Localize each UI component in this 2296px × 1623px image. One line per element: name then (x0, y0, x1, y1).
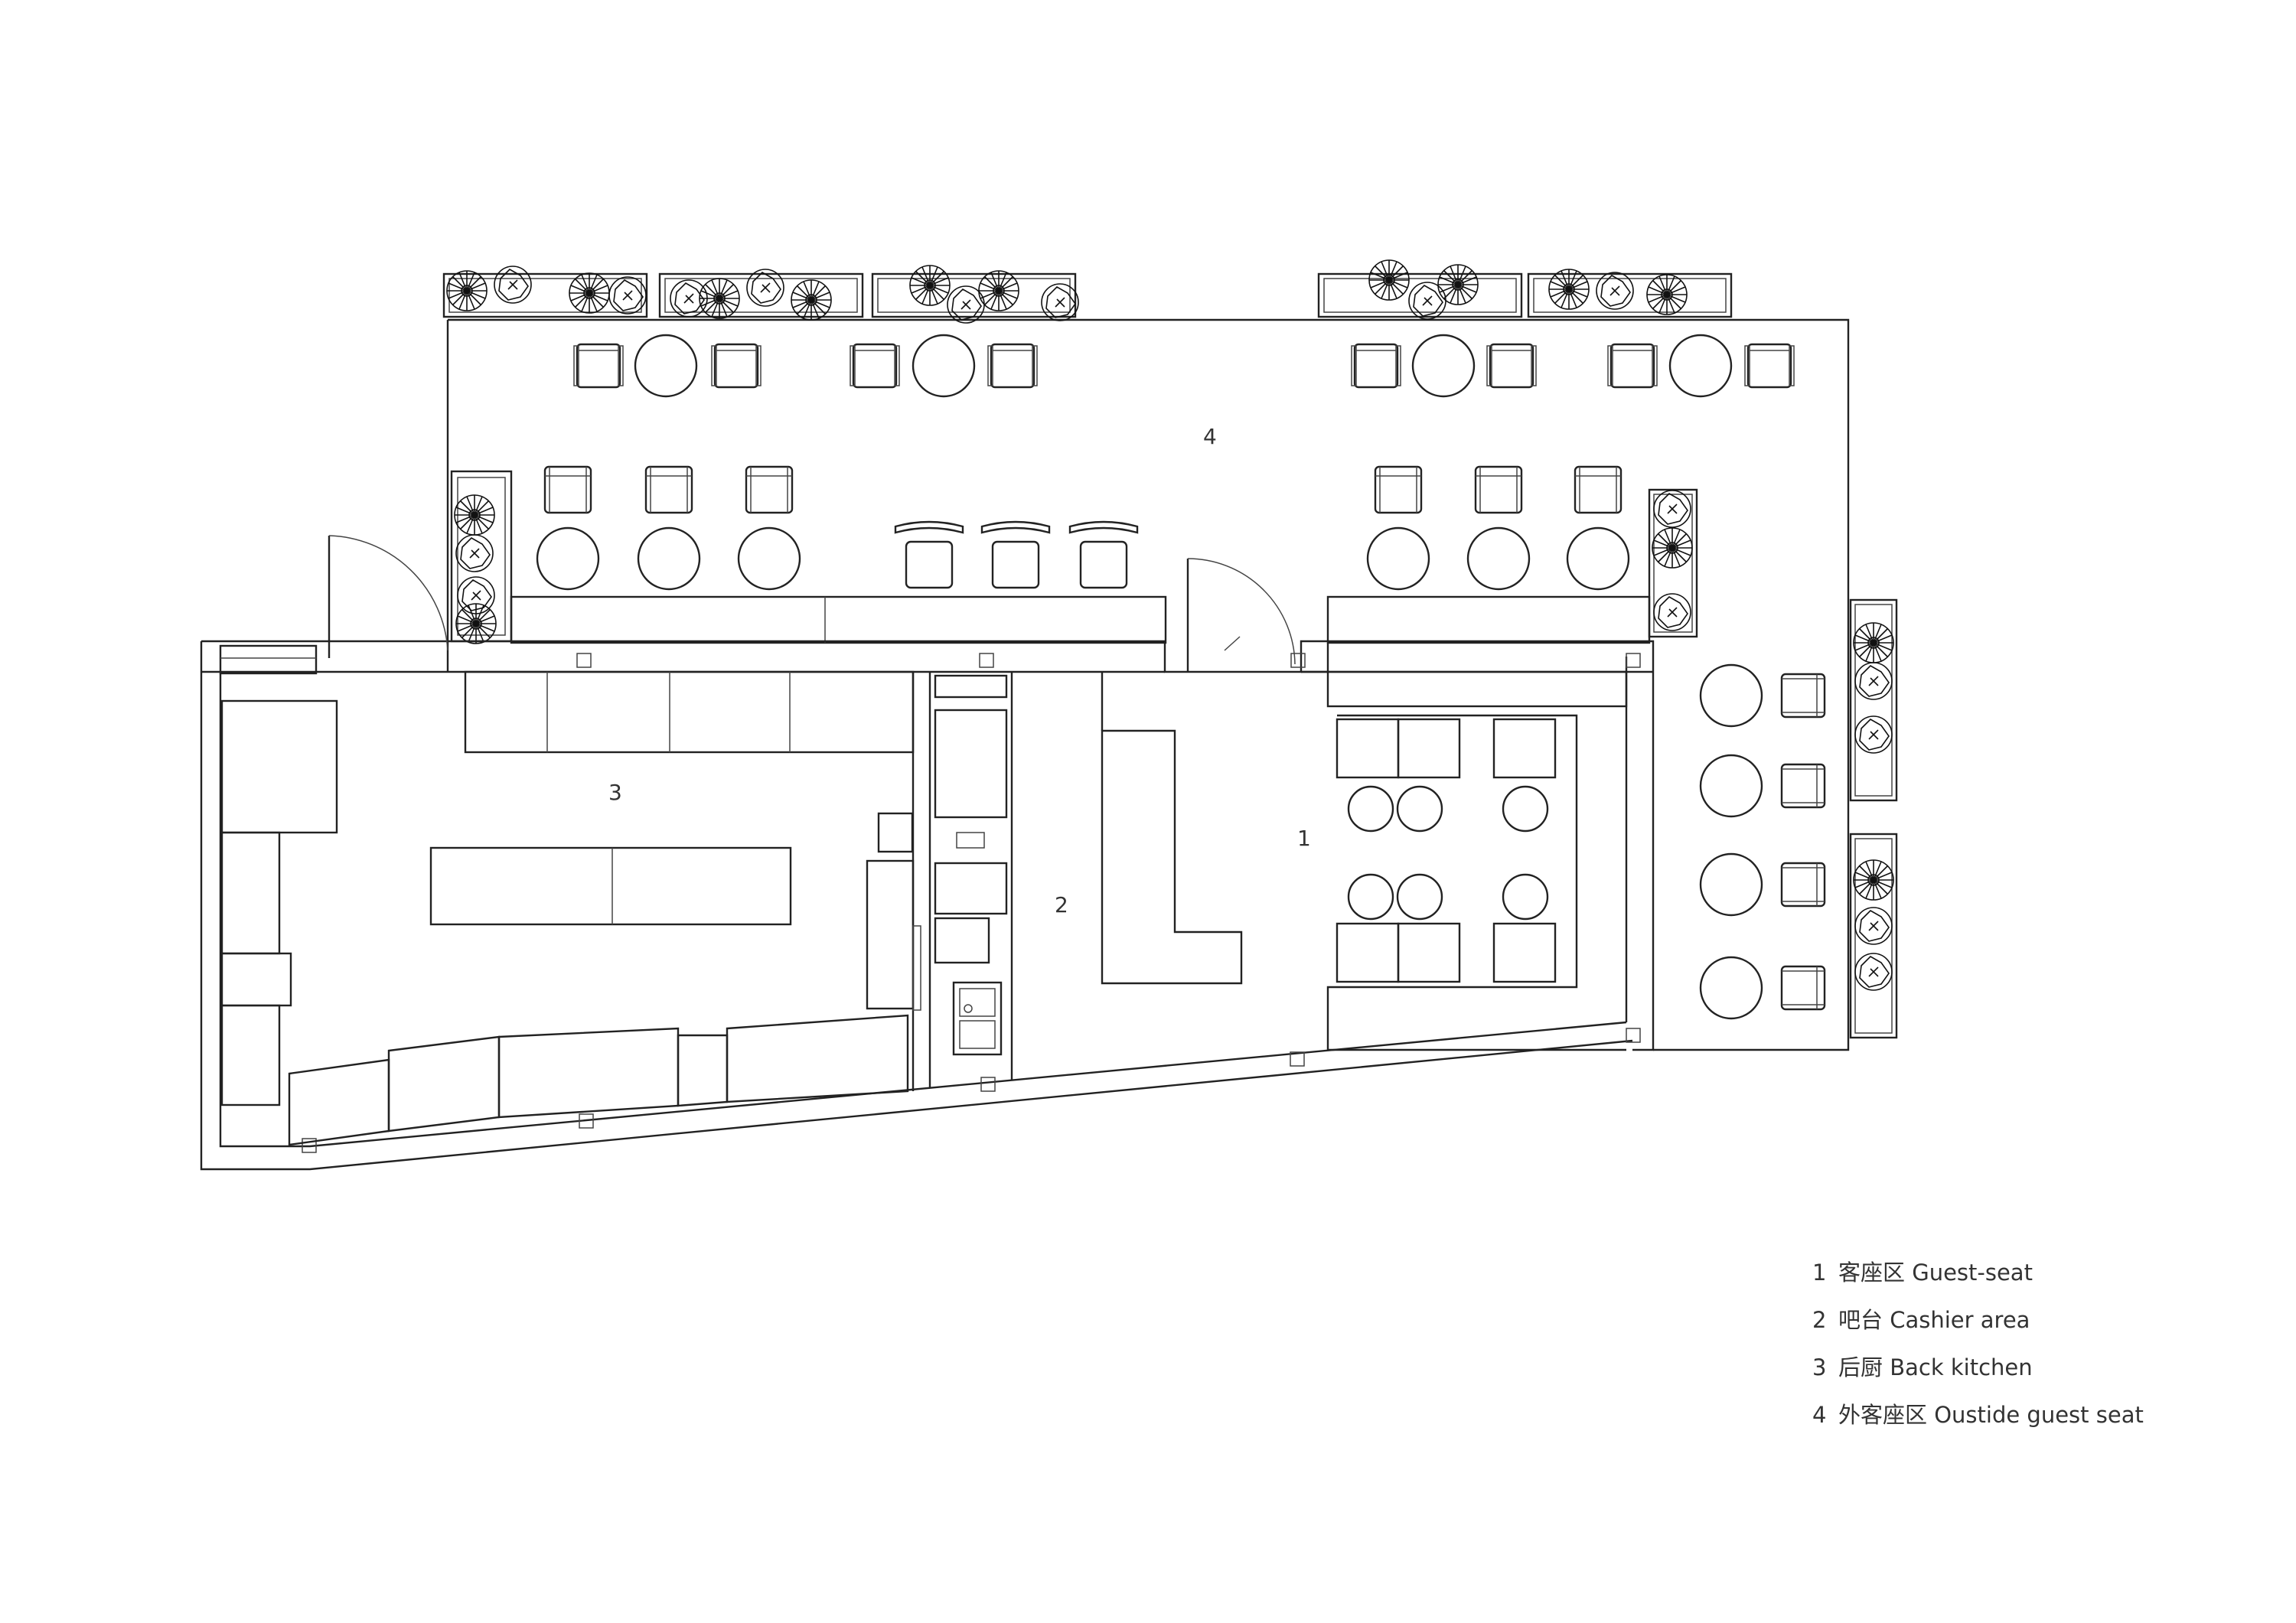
cashier-area (934, 672, 1243, 1056)
legend-item: 1 客座区 Guest-seat (1812, 1249, 2144, 1296)
legend-item: 4 外客座区 Oustide guest seat (1812, 1391, 2144, 1439)
zone-label-guest-seat: 1 (1297, 826, 1311, 851)
legend-number: 3 (1812, 1354, 1827, 1380)
legend: 1 客座区 Guest-seat 2 吧台 Cashier area 3 后厨 Bac… (1812, 1249, 2144, 1439)
legend-text: 吧台 Cashier area (1838, 1307, 2030, 1333)
zone-label-back-kitchen: 3 (608, 780, 622, 805)
doors (328, 535, 1296, 672)
building-walls (200, 640, 1699, 1171)
legend-number: 2 (1812, 1307, 1827, 1333)
guest-seat-area (1326, 670, 1628, 1051)
zone-label-outside-seat: 4 (1203, 424, 1217, 449)
legend-item: 3 后厨 Back kitchen (1812, 1344, 2144, 1391)
zone-label-cashier: 2 (1055, 892, 1068, 917)
legend-number: 1 (1812, 1260, 1827, 1286)
outdoor-terrace (442, 259, 1898, 1051)
legend-number: 4 (1812, 1402, 1827, 1428)
back-kitchen (220, 670, 921, 1146)
legend-text: 客座区 Guest-seat (1838, 1260, 2033, 1286)
legend-text: 后厨 Back kitchen (1838, 1354, 2033, 1380)
legend-text: 外客座区 Oustide guest seat (1838, 1402, 2144, 1428)
legend-item: 2 吧台 Cashier area (1812, 1296, 2144, 1344)
